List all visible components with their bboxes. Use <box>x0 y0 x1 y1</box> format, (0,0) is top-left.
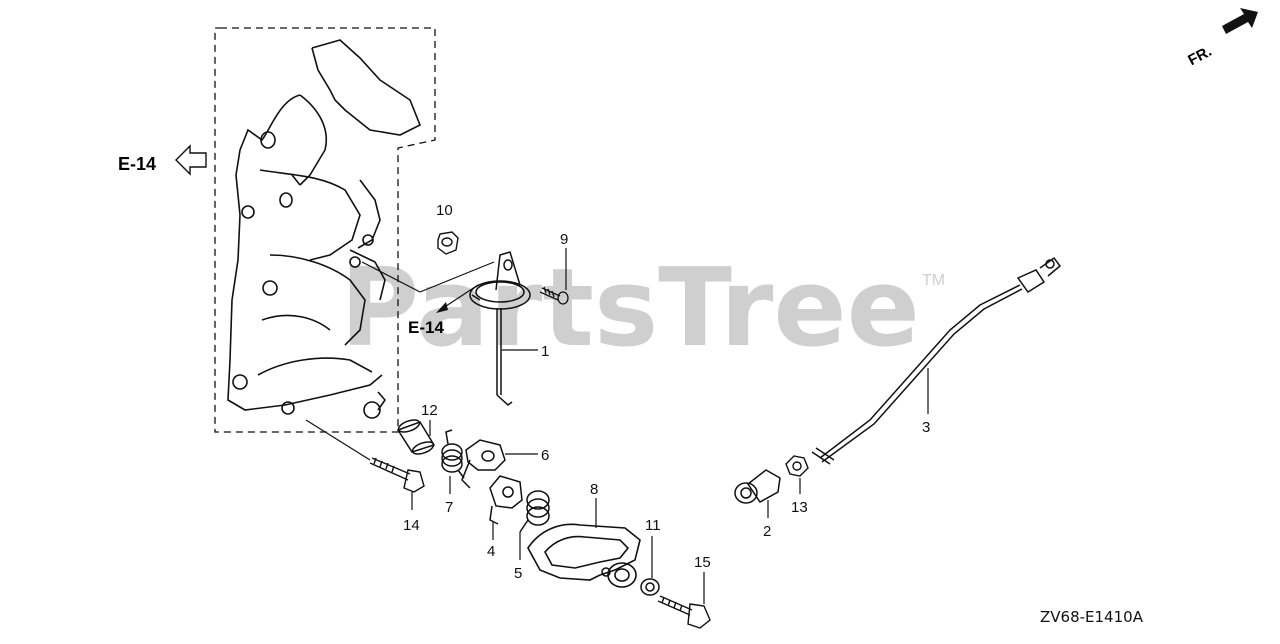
part-10-nut <box>437 231 459 255</box>
diagram-code: ZV68-E1410A <box>1040 608 1144 626</box>
callout-2: 2 <box>763 523 771 540</box>
callout-3: 3 <box>922 419 930 436</box>
watermark-text: PartsTree <box>340 246 920 371</box>
part-9-screw <box>539 286 569 305</box>
callout-7: 7 <box>445 499 453 516</box>
callout-15: 15 <box>694 554 711 571</box>
callout-4: 4 <box>487 543 495 560</box>
leader-14-housing <box>305 419 371 461</box>
front-direction-indicator: FR. <box>1185 8 1258 69</box>
front-arrow-icon <box>1222 8 1258 34</box>
callout-11: 11 <box>645 517 661 534</box>
part-2-joint <box>734 469 781 504</box>
callout-10: 10 <box>436 202 453 219</box>
part-3-rod <box>811 256 1062 465</box>
reference-e14-top-label: E-14 <box>118 154 156 174</box>
part-5-spring <box>519 490 550 533</box>
part-14-bolt <box>369 457 425 493</box>
part-12-sleeve <box>396 419 436 455</box>
callout-9: 9 <box>560 231 568 248</box>
part-11-washer <box>640 578 660 596</box>
leader-mount <box>419 261 495 293</box>
hollow-arrow-left-icon <box>175 144 207 176</box>
callout-12: 12 <box>421 402 438 419</box>
reference-e14-top: E-14 <box>118 144 207 176</box>
front-label: FR. <box>1185 43 1214 69</box>
part-8-lever <box>527 523 641 588</box>
part-1-diaphragm-rod <box>469 251 531 406</box>
housing-dashed-outline <box>214 27 436 433</box>
leader-housing-to-mount <box>361 261 421 293</box>
intake-manifold-housing <box>227 39 422 419</box>
callout-5: 5 <box>514 565 522 582</box>
callout-14: 14 <box>403 517 420 534</box>
part-13-nut <box>785 455 809 477</box>
part-7-spring <box>441 429 465 479</box>
callout-8: 8 <box>590 481 598 498</box>
callout-labels: 1 2 3 4 5 6 7 8 9 10 11 12 13 14 15 <box>403 202 930 582</box>
arrow-head-icon <box>436 302 448 313</box>
watermark-tm: TM <box>922 272 945 289</box>
part-15-bolt <box>657 595 711 629</box>
callout-13: 13 <box>791 499 808 516</box>
part-4-arm <box>489 475 523 525</box>
callout-6: 6 <box>541 447 549 464</box>
reference-e14-mid-label: E-14 <box>408 318 444 337</box>
callout-1: 1 <box>541 343 549 360</box>
part-6-cam-plate <box>461 439 506 489</box>
